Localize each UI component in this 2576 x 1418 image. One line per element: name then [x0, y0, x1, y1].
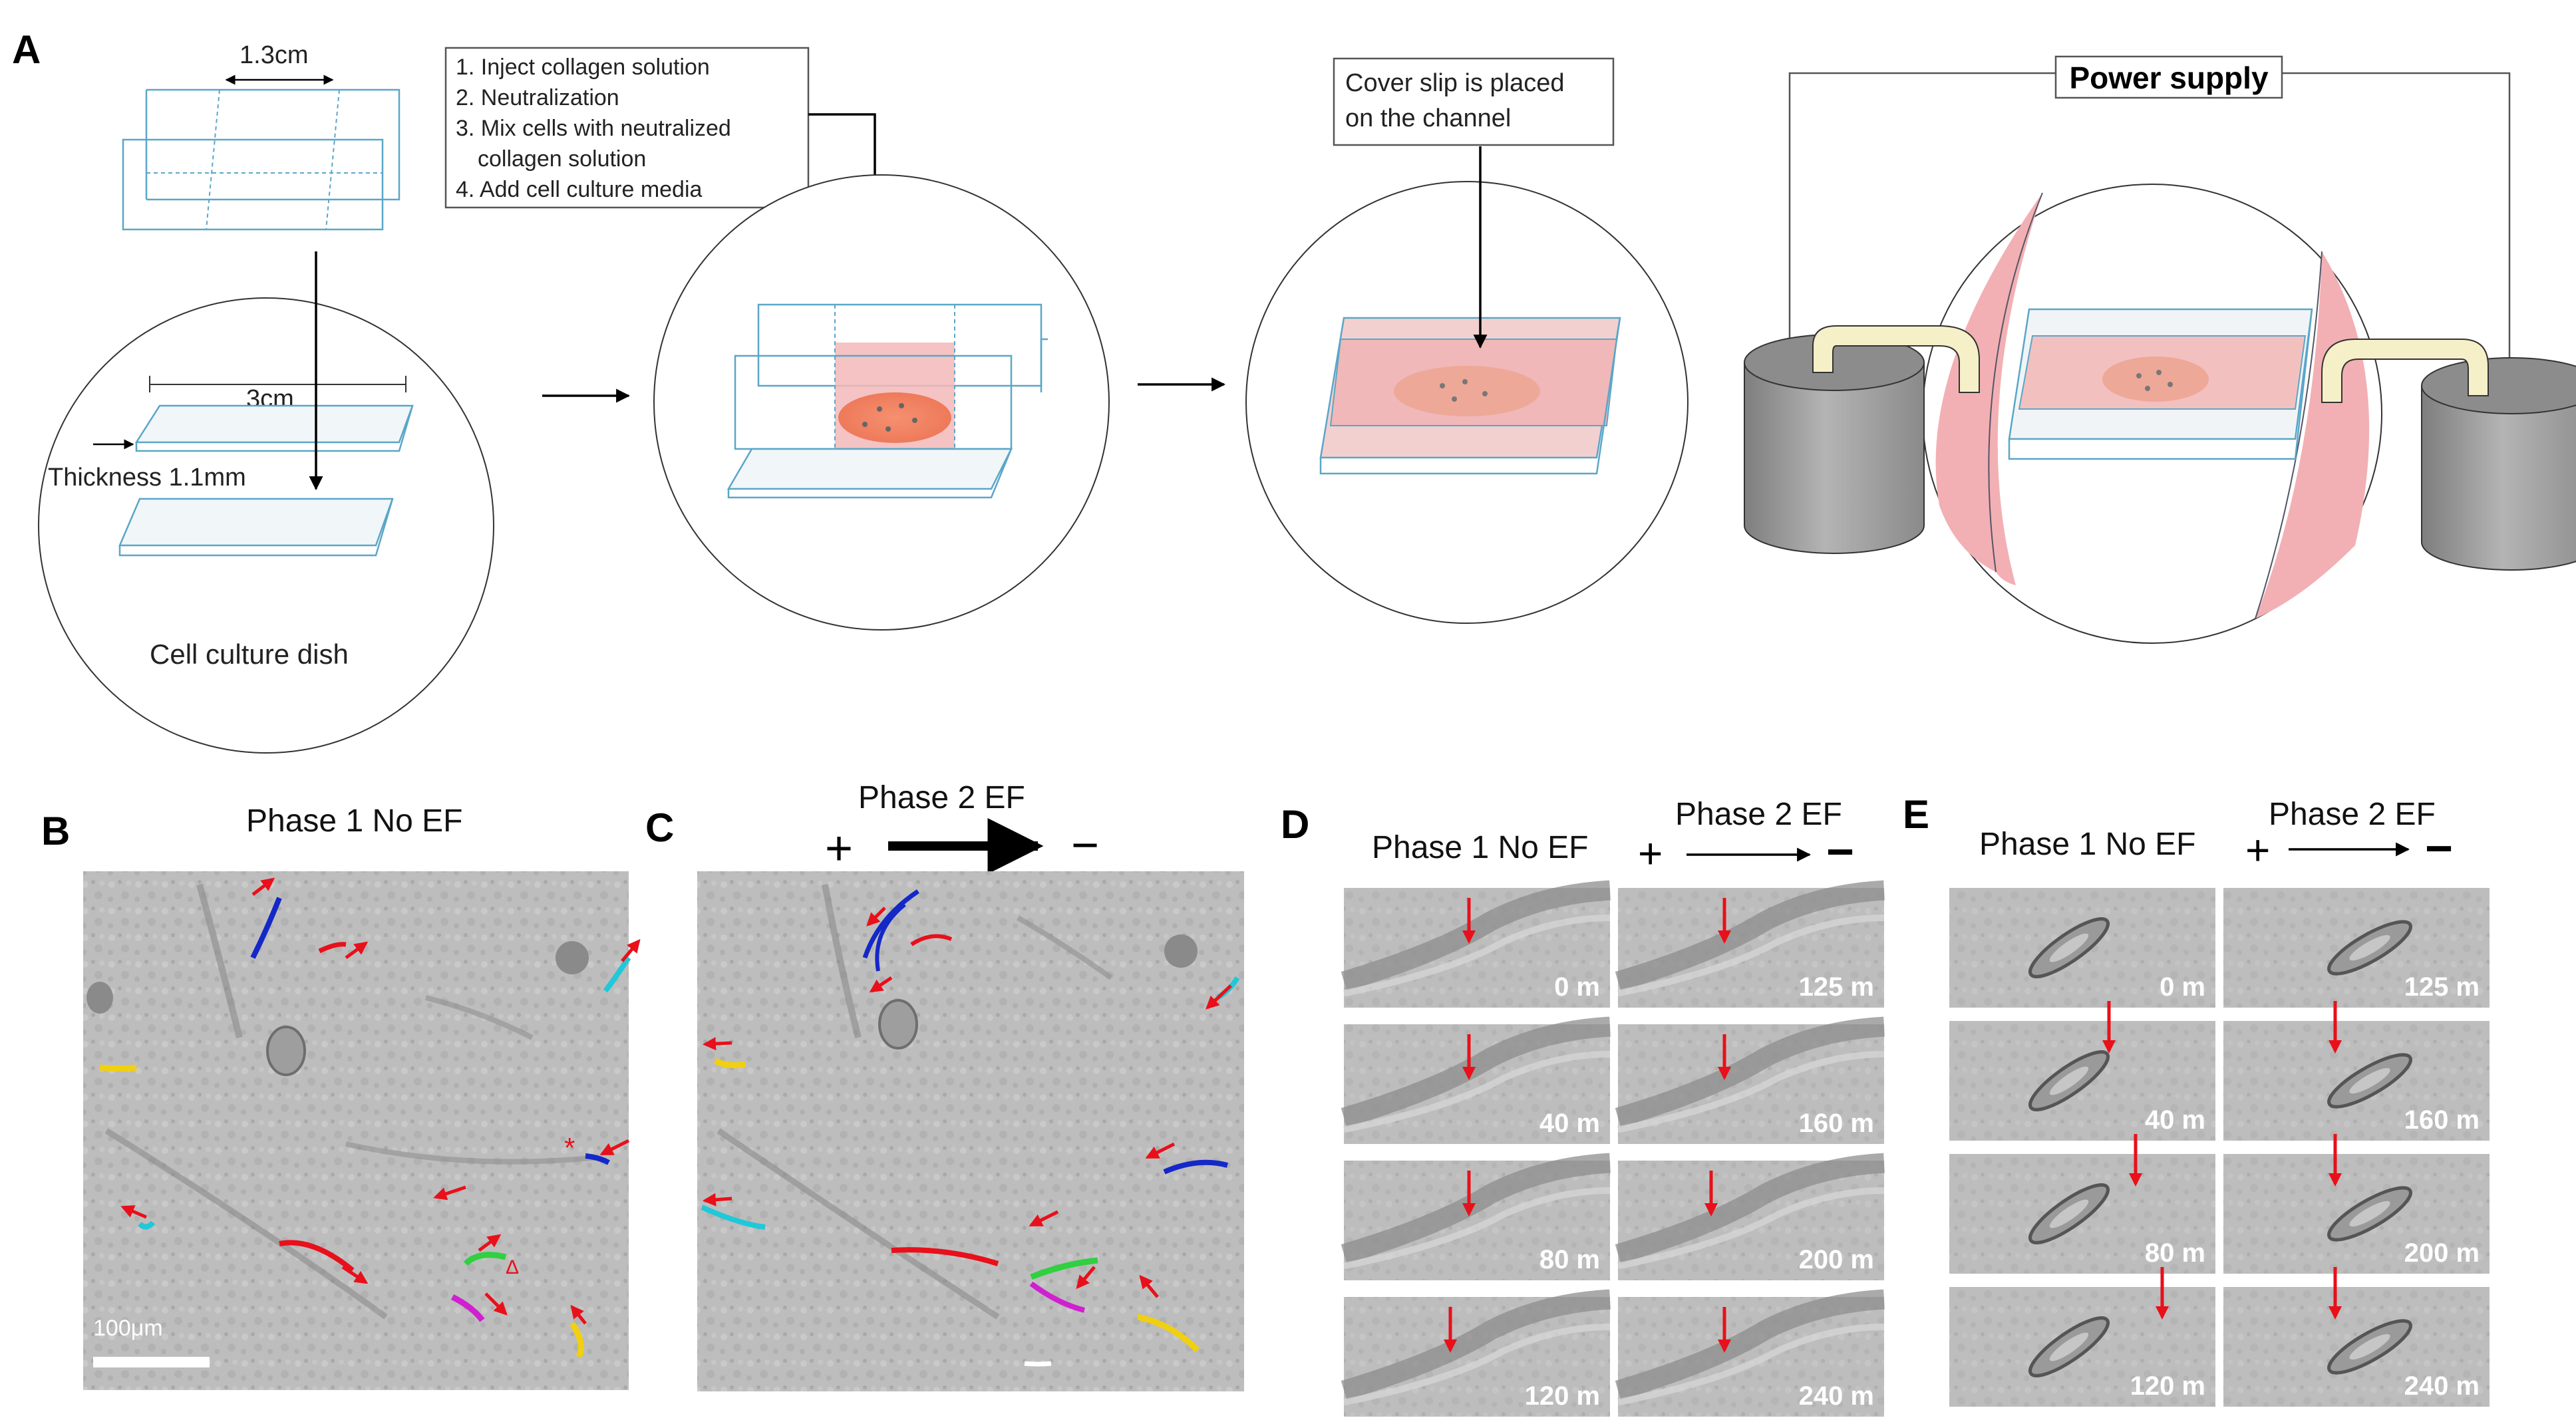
- panel-e-time-label: 160 m: [2404, 1105, 2480, 1135]
- power-supply-diagram: Power supply: [1744, 55, 2576, 644]
- panel-e-tile: 0 m: [1949, 888, 2215, 1008]
- coverslip-contents: [1319, 317, 1621, 475]
- panel-label-b: B: [41, 809, 70, 853]
- step-3b: collagen solution: [478, 146, 646, 172]
- panel-e-phase1: Phase 1 No EF: [1979, 827, 2196, 862]
- panel-d-time-label: 200 m: [1799, 1245, 1874, 1274]
- panel-d-tile: 0 m: [1341, 880, 1611, 1008]
- panel-d-time-label: 160 m: [1799, 1109, 1874, 1138]
- panel-d-tile: 125 m: [1615, 880, 1885, 1008]
- thickness-label: Thickness 1.1mm: [48, 464, 246, 492]
- panel-e-tile: 240 m: [2223, 1267, 2490, 1407]
- panel-label-c: C: [645, 805, 674, 850]
- panel-e-tile: 120 m: [1949, 1267, 2215, 1407]
- panel-d-phase2: Phase 2 EF: [1675, 797, 1842, 832]
- panel-e-tile: 40 m: [1949, 1001, 2215, 1141]
- panel-label-a: A: [12, 27, 41, 72]
- panel-c-plus: +: [825, 822, 853, 875]
- dish-contents: 3cm Thickness 1.1mm Cell culture dish: [48, 376, 414, 670]
- panel-e-grid: 0 m 40 m 80 m 120 m 125 m 160 m 200 m 240 m: [1949, 888, 2490, 1407]
- coverslip-box: [1333, 57, 1615, 146]
- power-supply-label: Power supply: [2069, 61, 2268, 95]
- panel-e-time-label: 200 m: [2404, 1238, 2480, 1268]
- panel-d-tile: 40 m: [1341, 1016, 1611, 1144]
- star-marker: *: [564, 1132, 575, 1163]
- step-4: 4. Add cell culture media: [456, 177, 703, 202]
- panel-d-time-label: 120 m: [1525, 1381, 1600, 1411]
- panel-e-time-label: 125 m: [2404, 972, 2480, 1002]
- coverslip-line-1: Cover slip is placed: [1345, 69, 1564, 97]
- panel-d-tile: 120 m: [1341, 1289, 1611, 1417]
- panel-e-time-label: 80 m: [2145, 1238, 2205, 1268]
- panel-d-grid: 0 m 40 m 80 m 120 m 125 m 160 m 200 m 240 m: [1341, 880, 1885, 1417]
- panel-d-time-label: 80 m: [1539, 1245, 1600, 1274]
- width-label: 1.3cm: [240, 41, 308, 69]
- panel-e-tile: 80 m: [1949, 1134, 2215, 1274]
- panel-e-tile: 125 m: [2223, 888, 2490, 1008]
- panel-e-time-label: 240 m: [2404, 1371, 2480, 1401]
- panel-b-title: Phase 1 No EF: [246, 803, 463, 839]
- panel-d-plus: +: [1638, 829, 1663, 877]
- panel-e-time-label: 0 m: [2160, 972, 2205, 1002]
- injection-contents: [726, 303, 1048, 499]
- panel-d-tile: 200 m: [1615, 1153, 1885, 1280]
- panel-e-tile: 200 m: [2223, 1134, 2490, 1274]
- panel-d-phase1: Phase 1 No EF: [1372, 830, 1589, 865]
- dish-label: Cell culture dish: [150, 638, 349, 670]
- panel-e-phase2: Phase 2 EF: [2269, 797, 2436, 832]
- panel-d-time-label: 125 m: [1799, 972, 1874, 1002]
- step-2: 2. Neutralization: [456, 85, 619, 110]
- channel-slab-diagram: 1.3cm: [122, 41, 401, 231]
- panel-d-tile: 80 m: [1341, 1153, 1611, 1280]
- panel-d-time-label: 240 m: [1799, 1381, 1874, 1411]
- panel-c-title: Phase 2 EF: [858, 780, 1025, 815]
- panel-e-minus: −: [2425, 822, 2453, 875]
- scale-bar-label: 100μm: [93, 1316, 163, 1341]
- panel-e-tile: 160 m: [2223, 1001, 2490, 1141]
- steps-box: [444, 47, 810, 209]
- step-3: 3. Mix cells with neutralized: [456, 116, 731, 141]
- panel-e-plus: +: [2245, 826, 2270, 874]
- panel-d-tile: 160 m: [1615, 1016, 1885, 1144]
- micrograph-b: * Δ 100μm: [83, 871, 641, 1390]
- panel-d-tile: 240 m: [1615, 1289, 1885, 1417]
- coverslip-line-2: on the channel: [1345, 104, 1511, 132]
- step-1: 1. Inject collagen solution: [456, 55, 710, 80]
- panel-label-d: D: [1281, 802, 1309, 847]
- scale-bar: [93, 1357, 210, 1367]
- micrograph-c: [697, 871, 1244, 1391]
- panel-e-time-label: 120 m: [2130, 1371, 2205, 1401]
- panel-c-minus: −: [1071, 819, 1099, 872]
- panel-d-time-label: 40 m: [1539, 1109, 1600, 1138]
- panel-d-time-label: 0 m: [1554, 972, 1600, 1002]
- panel-e-time-label: 40 m: [2145, 1105, 2205, 1135]
- panel-label-e: E: [1903, 792, 1929, 837]
- delta-marker: Δ: [506, 1256, 519, 1278]
- panel-d-minus: −: [1826, 825, 1854, 879]
